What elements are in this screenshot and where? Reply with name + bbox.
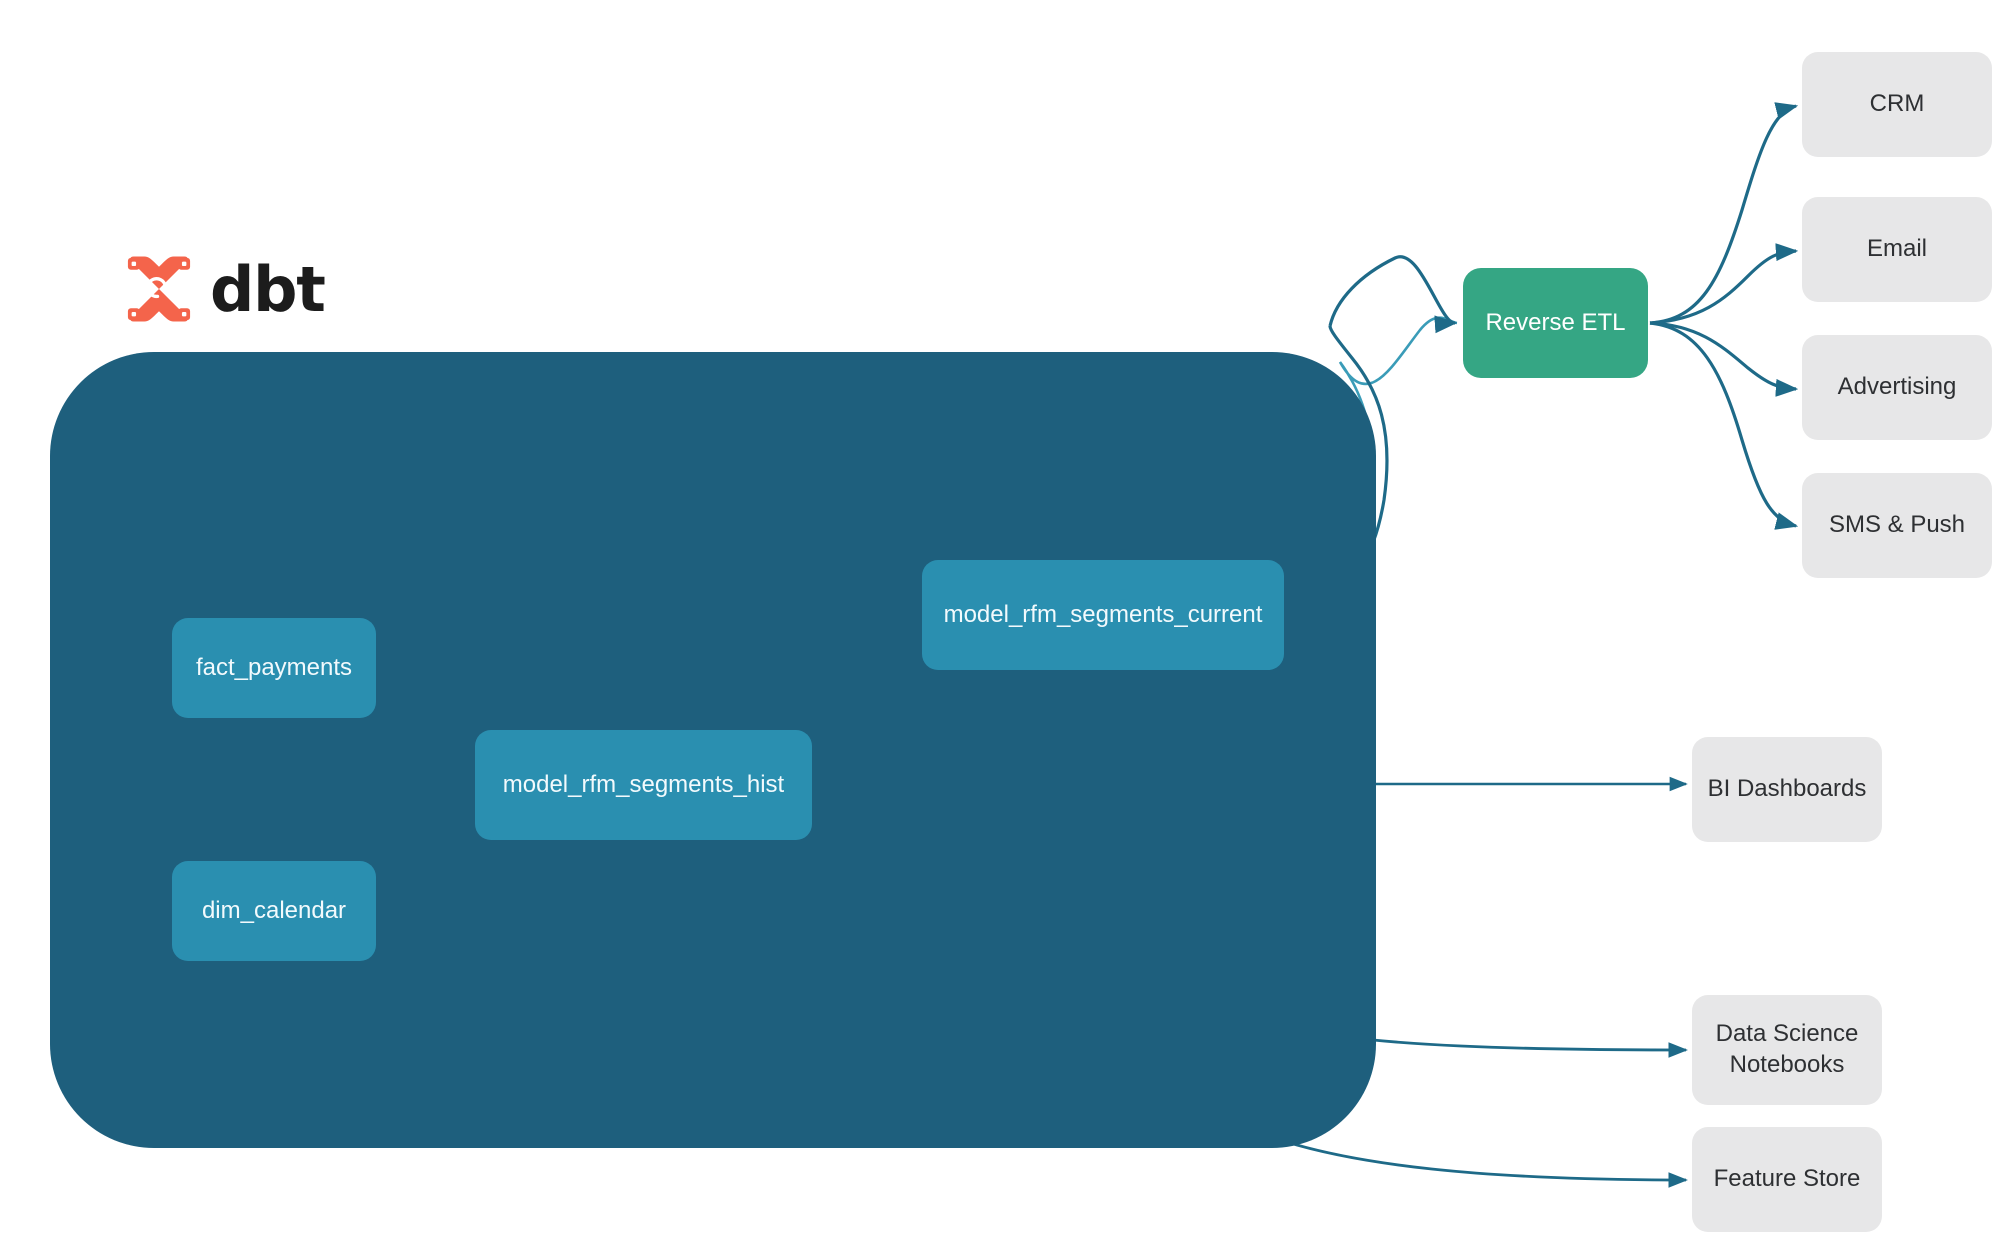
- destination-node-sms-push[interactable]: SMS & Push: [1802, 473, 1992, 578]
- model-node-label: model_rfm_segments_hist: [502, 770, 785, 798]
- model-node-label: fact_payments: [195, 653, 353, 681]
- destination-node-crm[interactable]: CRM: [1802, 52, 1992, 157]
- destination-node-bi-dashboards[interactable]: BI Dashboards: [1692, 737, 1882, 842]
- model-node-rfm-segments-hist[interactable]: model_rfm_segments_hist: [475, 730, 812, 840]
- service-node-reverse-etl[interactable]: Reverse ETL: [1463, 268, 1648, 378]
- model-node-dim-calendar[interactable]: dim_calendar: [172, 861, 376, 961]
- destination-node-label: Advertising: [1837, 373, 1957, 401]
- model-node-fact-payments[interactable]: fact_payments: [172, 618, 376, 718]
- model-node-rfm-segments-current[interactable]: model_rfm_segments_current: [922, 560, 1284, 670]
- model-node-label: dim_calendar: [201, 896, 347, 924]
- dbt-logo-icon: [127, 256, 191, 322]
- destination-node-label: CRM: [1869, 90, 1925, 118]
- destination-node-label: BI Dashboards: [1707, 775, 1867, 803]
- edge-reverse-etl-to-email: [1649, 243, 1799, 325]
- destination-node-label: Feature Store: [1713, 1165, 1861, 1193]
- destination-node-label: SMS & Push: [1828, 511, 1966, 539]
- destination-node-label: Email: [1866, 235, 1927, 263]
- destination-node-feature-store[interactable]: Feature Store: [1692, 1127, 1882, 1232]
- service-node-label: Reverse ETL: [1485, 308, 1626, 336]
- edge-reverse-etl-to-advertising: [1649, 321, 1799, 397]
- destination-node-advertising[interactable]: Advertising: [1802, 335, 1992, 440]
- edge-reverse-etl-to-sms-push: [1649, 321, 1799, 530]
- destination-node-email[interactable]: Email: [1802, 197, 1992, 302]
- edge-reverse-etl-to-crm: [1649, 102, 1799, 325]
- dbt-wordmark: dbt: [210, 253, 326, 326]
- model-node-label: model_rfm_segments_current: [943, 600, 1263, 628]
- dbt-logo: dbt: [122, 252, 326, 326]
